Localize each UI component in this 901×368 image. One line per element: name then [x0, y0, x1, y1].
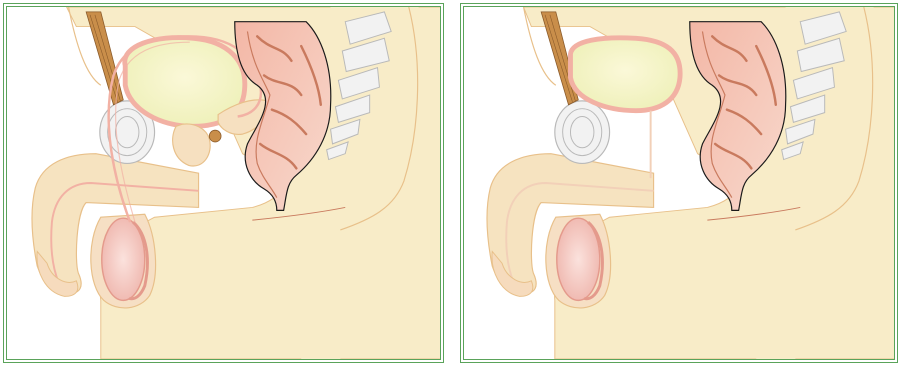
anatomy-panel-right	[460, 3, 898, 363]
prostate	[173, 124, 211, 166]
anatomy-panel-left	[3, 3, 444, 363]
rectus-fiber-2	[95, 15, 120, 101]
pelvis-diagram-right	[464, 7, 894, 359]
pelvis-diagram-left	[7, 7, 440, 359]
bladder	[570, 38, 680, 111]
pubic-bone	[555, 101, 610, 164]
ejaculatory-duct-knot	[209, 130, 221, 142]
